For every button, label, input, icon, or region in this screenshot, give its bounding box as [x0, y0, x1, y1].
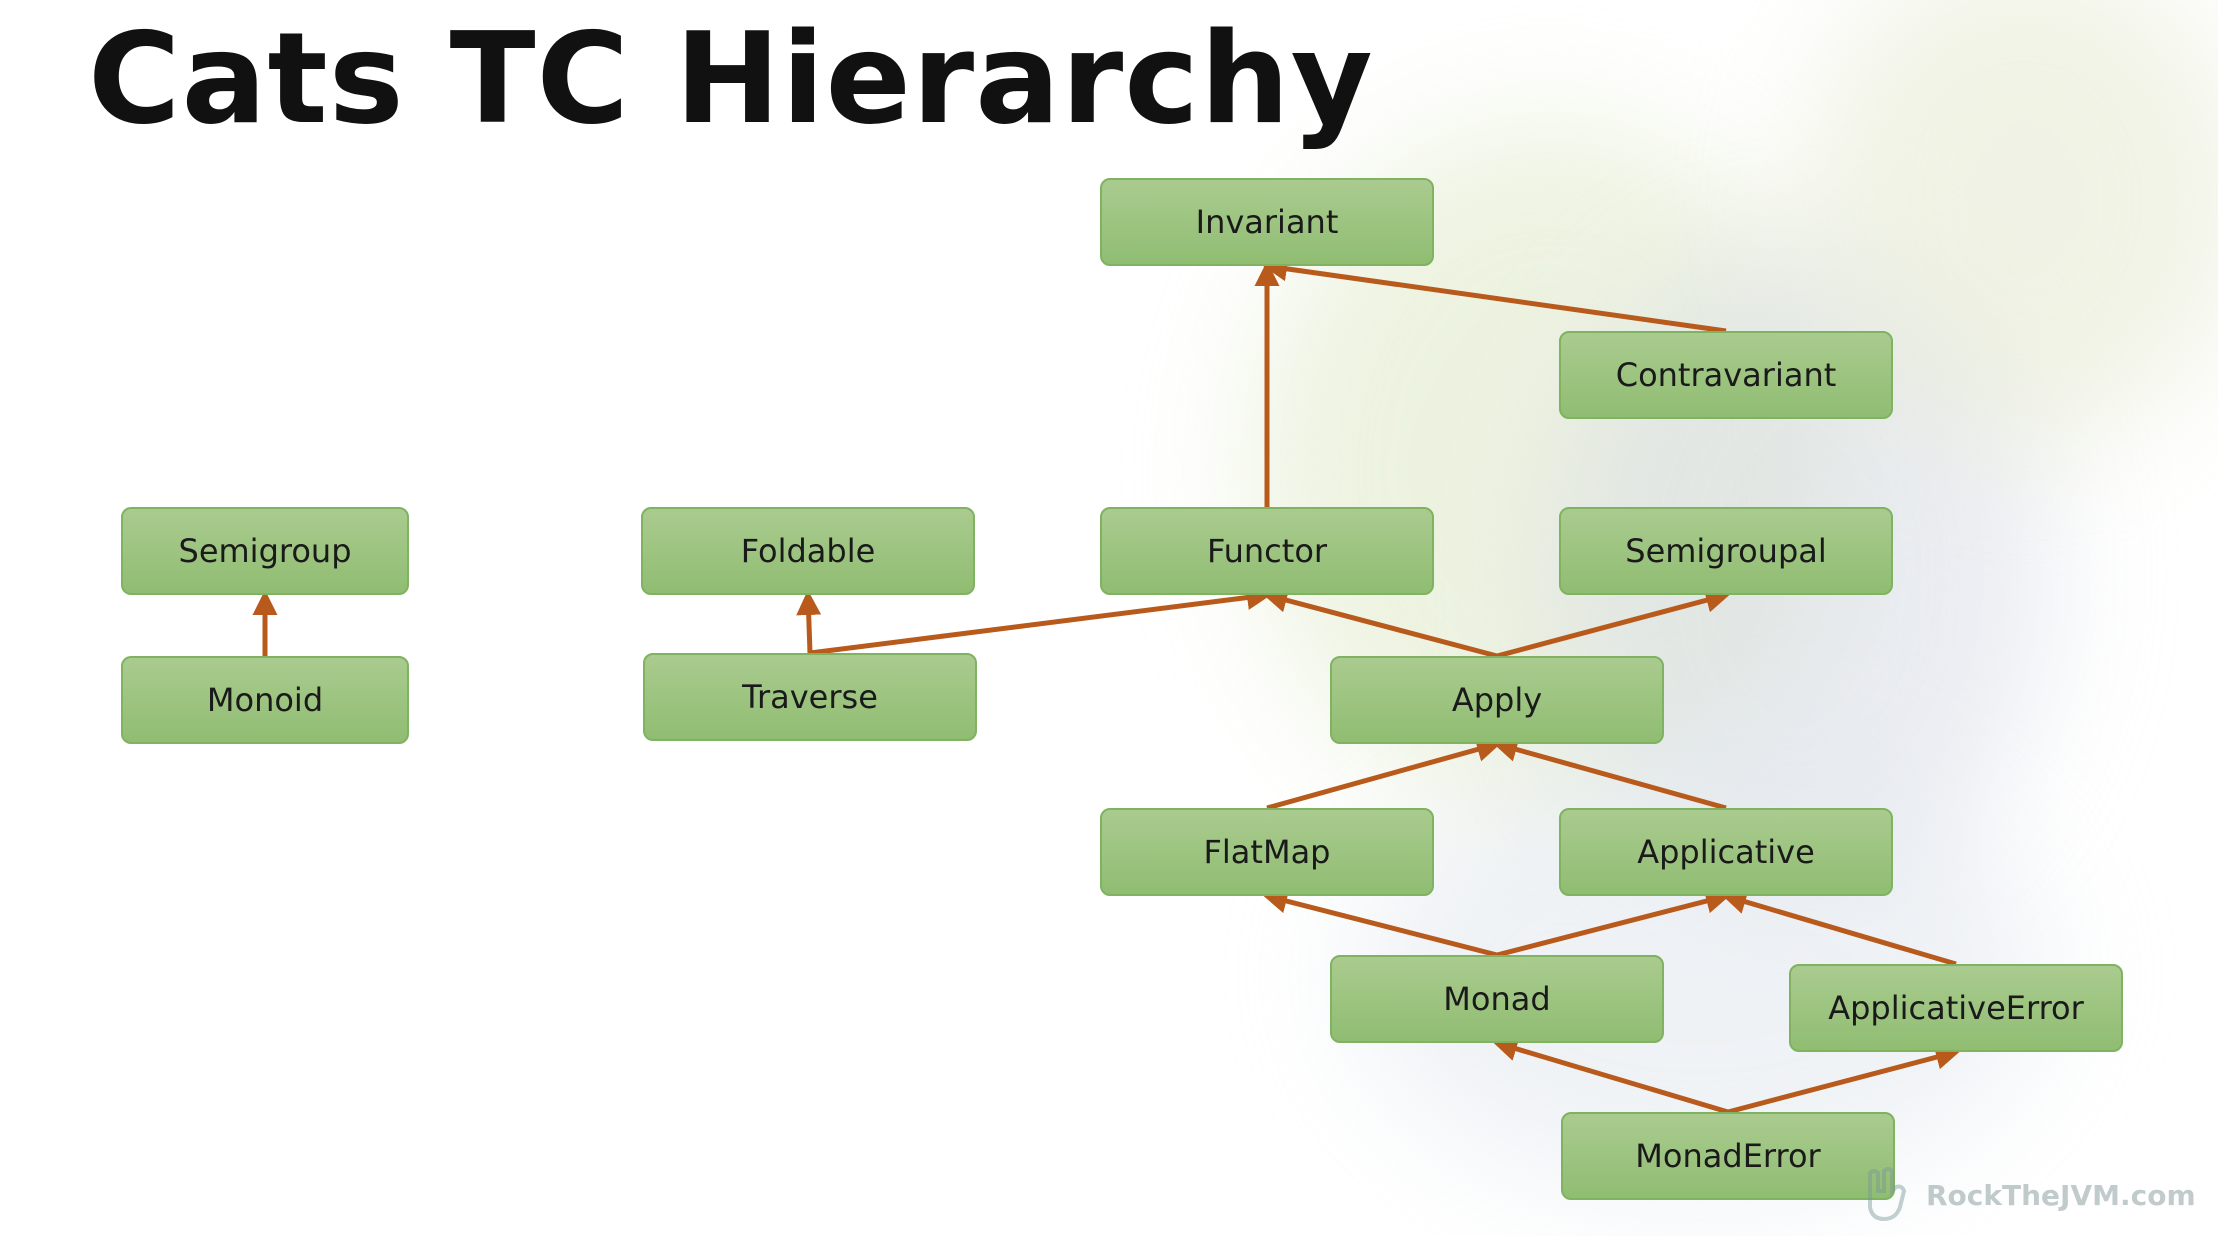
- node-foldable: Foldable: [641, 507, 975, 595]
- rock-hand-icon: [1868, 1167, 1907, 1222]
- watermark-text: RockTheJVM.com: [1926, 1178, 2196, 1212]
- node-functor: Functor: [1100, 507, 1434, 595]
- node-semigroup: Semigroup: [121, 507, 409, 595]
- arrow-traverse-to-foldable: [796, 590, 822, 654]
- arrow-monad-to-flatmap: [1262, 888, 1498, 958]
- arrow-monad_error-to-applicative_error: [1727, 1045, 1961, 1115]
- arrow-apply-to-semigroupal: [1496, 588, 1731, 659]
- node-monad: Monad: [1330, 955, 1664, 1043]
- arrow-applicative_error-to-applicative: [1721, 889, 1957, 967]
- arrow-monad-to-applicative: [1496, 888, 1731, 958]
- arrow-contravariant-to-invariant: [1262, 256, 1727, 334]
- arrow-apply-to-functor: [1262, 588, 1498, 659]
- node-monaderror: MonadError: [1561, 1112, 1895, 1200]
- node-monoid: Monoid: [121, 656, 409, 744]
- node-applicativeerror: ApplicativeError: [1789, 964, 2123, 1052]
- node-invariant: Invariant: [1100, 178, 1434, 266]
- node-semigroupal: Semigroupal: [1559, 507, 1893, 595]
- page-title: Cats TC Hierarchy: [88, 5, 1374, 152]
- node-contravariant: Contravariant: [1559, 331, 1893, 419]
- arrow-monad_error-to-monad: [1492, 1036, 1729, 1115]
- node-flatmap: FlatMap: [1100, 808, 1434, 896]
- watermark: RockTheJVM.com: [1860, 1165, 2196, 1225]
- node-applicative: Applicative: [1559, 808, 1893, 896]
- arrow-traverse-to-functor: [809, 585, 1272, 656]
- node-traverse: Traverse: [643, 653, 977, 741]
- node-apply: Apply: [1330, 656, 1664, 744]
- arrow-applicative-to-apply: [1492, 737, 1727, 811]
- arrow-flatmap-to-apply: [1266, 737, 1502, 811]
